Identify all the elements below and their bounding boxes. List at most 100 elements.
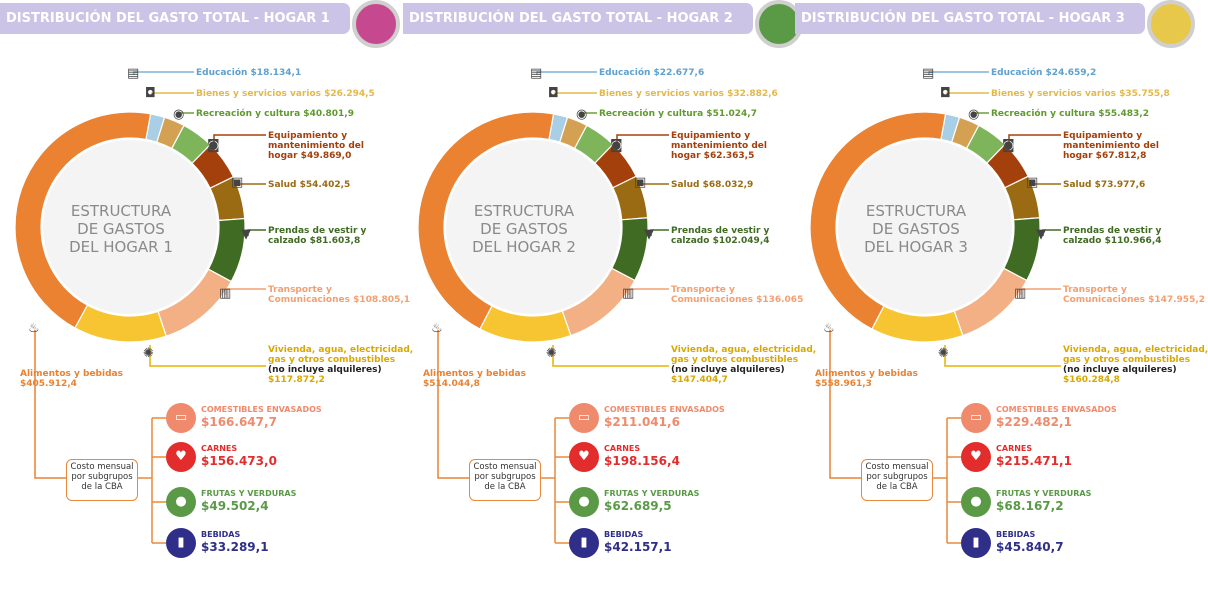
category-label-line: Prendas de vestir y bbox=[671, 226, 770, 236]
light-bulb-icon: ✺ bbox=[938, 346, 949, 361]
category-label-line: Transporte y bbox=[671, 285, 735, 295]
household-panel-1: DISTRIBUCIÓN DEL GASTO TOTAL - HOGAR 1▤◘… bbox=[0, 0, 413, 595]
leader-line-vivienda bbox=[552, 345, 669, 367]
category-label-line: Salud $54.402,5 bbox=[268, 180, 351, 190]
category-label-line: gas y otros combustibles bbox=[268, 355, 396, 365]
center-title-line: DEL HOGAR 2 bbox=[472, 238, 576, 256]
camera-icon: ◉ bbox=[173, 107, 185, 122]
household-panel-3: DISTRIBUCIÓN DEL GASTO TOTAL - HOGAR 3▤◘… bbox=[795, 0, 1208, 595]
leader-line-prendas bbox=[247, 229, 266, 236]
category-label-vivienda: Vivienda, agua, electricidad,gas y otros… bbox=[1063, 345, 1208, 385]
shopping-bag-icon: ◘ bbox=[145, 86, 156, 101]
cba-label-line: de la CBA bbox=[484, 482, 526, 492]
category-label-line: Bienes y servicios varios $26.294,5 bbox=[196, 89, 375, 99]
fruit-icon: ● bbox=[961, 487, 991, 517]
leader-line-equipamiento bbox=[1008, 134, 1061, 147]
leader-line-prendas bbox=[650, 229, 669, 236]
bottle-icon: ▮ bbox=[166, 528, 196, 558]
leader-line-equipamiento bbox=[213, 134, 266, 147]
category-label-salud: Salud $68.032,9 bbox=[671, 180, 753, 190]
shirt-icon: ▼ bbox=[1036, 227, 1046, 242]
leader-line-educacion bbox=[133, 71, 194, 75]
category-label-line: Alimentos y bebidas bbox=[423, 369, 526, 379]
leader-line-educacion bbox=[536, 71, 597, 75]
leader-line-recreacion bbox=[179, 112, 194, 116]
subgroup-value: $33.289,1 bbox=[201, 540, 269, 554]
household-panel-2: DISTRIBUCIÓN DEL GASTO TOTAL - HOGAR 2▤◘… bbox=[403, 0, 816, 595]
category-label-line: Salud $73.977,6 bbox=[1063, 180, 1146, 190]
category-label-line: $117.872,2 bbox=[268, 375, 325, 385]
category-label-line: Comunicaciones $147.955,2 bbox=[1063, 295, 1206, 305]
fruit-icon: ● bbox=[166, 487, 196, 517]
light-bulb-icon: ✺ bbox=[143, 346, 154, 361]
cba-label-line: de la CBA bbox=[81, 482, 123, 492]
cba-bracket bbox=[541, 418, 556, 543]
center-title-line: DEL HOGAR 3 bbox=[864, 238, 968, 256]
category-label-bienes: Bienes y servicios varios $32.882,6 bbox=[599, 89, 778, 99]
category-label-line: Bienes y servicios varios $32.882,6 bbox=[599, 89, 778, 99]
cba-label-line: Costo mensual bbox=[70, 462, 134, 472]
category-label-line: Recreación y cultura $55.483,2 bbox=[991, 109, 1149, 119]
category-label-line: Prendas de vestir y bbox=[1063, 226, 1162, 236]
cba-bracket bbox=[933, 418, 948, 543]
category-label-salud: Salud $73.977,6 bbox=[1063, 180, 1145, 190]
category-label-line: gas y otros combustibles bbox=[1063, 355, 1191, 365]
subgroup-name: FRUTAS Y VERDURAS bbox=[201, 489, 297, 498]
cba-bracket bbox=[138, 418, 153, 543]
subgroup-name: BEBIDAS bbox=[604, 530, 644, 539]
donut-chart bbox=[14, 71, 266, 544]
basket-icon: ♨ bbox=[823, 321, 835, 336]
subgroup-value: $42.157,1 bbox=[604, 540, 672, 554]
donut-center bbox=[838, 140, 1012, 314]
category-label-line: hogar $62.363,5 bbox=[671, 151, 755, 161]
leader-line-recreacion bbox=[582, 112, 597, 116]
category-label-educacion: Educación $24.659,2 bbox=[991, 68, 1096, 78]
meat-icon: ♥ bbox=[961, 442, 991, 472]
leader-line-alimentos bbox=[437, 330, 471, 479]
washing-machine-icon: ◙ bbox=[610, 138, 623, 153]
shirt-icon: ▼ bbox=[241, 227, 251, 242]
subgroup-value: $229.482,1 bbox=[996, 415, 1072, 429]
panel-title: DISTRIBUCIÓN DEL GASTO TOTAL - HOGAR 1 bbox=[0, 3, 350, 34]
category-label-line: mantenimiento del bbox=[671, 141, 767, 151]
donut-slice-alimentos bbox=[14, 111, 152, 329]
subgroup-name: BEBIDAS bbox=[996, 530, 1036, 539]
camera-icon: ◉ bbox=[968, 107, 980, 122]
category-label-line: Educación $24.659,2 bbox=[991, 68, 1097, 78]
cba-label-line: por subgrupos bbox=[71, 472, 133, 482]
subgroup-name: COMESTIBLES ENVASADOS bbox=[604, 405, 725, 414]
category-label-alimentos: Alimentos y bebidas$514.044,8 bbox=[423, 369, 526, 389]
subgroup-name: COMESTIBLES ENVASADOS bbox=[201, 405, 322, 414]
subgroup-value: $166.647,7 bbox=[201, 415, 277, 429]
bottle-icon: ▮ bbox=[569, 528, 599, 558]
category-label-line: $405.912,4 bbox=[20, 379, 77, 389]
center-title-line: ESTRUCTURA bbox=[865, 202, 967, 220]
family-icon bbox=[352, 0, 400, 48]
category-label-line: Recreación y cultura $51.024,7 bbox=[599, 109, 757, 119]
subgroup-name: FRUTAS Y VERDURAS bbox=[604, 489, 700, 498]
category-label-alimentos: Alimentos y bebidas$405.912,4 bbox=[20, 369, 123, 389]
category-label-line: Educación $18.134,1 bbox=[196, 68, 302, 78]
subgroup-name: COMESTIBLES ENVASADOS bbox=[996, 405, 1117, 414]
category-label-salud: Salud $54.402,5 bbox=[268, 180, 350, 190]
donut-chart bbox=[417, 71, 669, 544]
category-label-line: hogar $49.869,0 bbox=[268, 151, 352, 161]
center-title-line: DE GASTOS bbox=[872, 220, 960, 238]
category-label-line: gas y otros combustibles bbox=[671, 355, 799, 365]
cba-label-line: por subgrupos bbox=[866, 472, 928, 482]
category-label-line: hogar $67.812,8 bbox=[1063, 151, 1147, 161]
can-icon: ▭ bbox=[961, 403, 991, 433]
category-label-line: (no incluye alquileres) bbox=[268, 365, 382, 375]
shirt-icon: ▼ bbox=[644, 227, 654, 242]
subgroup-value: $49.502,4 bbox=[201, 499, 269, 513]
category-label-line: Vivienda, agua, electricidad, bbox=[671, 345, 817, 355]
category-label-line: $558.961,3 bbox=[815, 379, 872, 389]
bus-icon: ▥ bbox=[219, 286, 232, 301]
